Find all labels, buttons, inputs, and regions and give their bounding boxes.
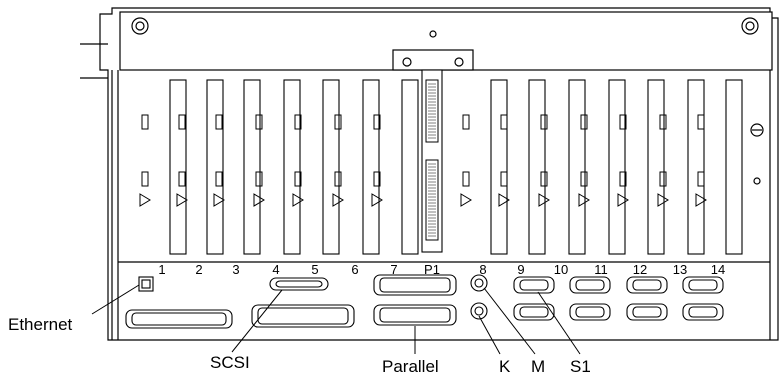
serial-port <box>569 276 611 294</box>
m-leader <box>483 287 536 355</box>
parallel-port-upper <box>373 274 457 296</box>
ethernet-leader <box>91 284 140 315</box>
label-k: K <box>499 357 511 376</box>
serial-port <box>682 276 724 294</box>
card-slot: 1 <box>139 79 187 277</box>
slot-number-label: 14 <box>711 262 725 277</box>
card-slot: 10 <box>538 79 586 277</box>
card-slot: 6 <box>332 79 380 277</box>
serial-port <box>513 276 555 294</box>
card-slot: 14 <box>695 79 743 277</box>
slot-number-label: 1 <box>158 262 165 277</box>
k-leader <box>478 315 501 355</box>
slot-number-label: P1 <box>424 262 440 277</box>
slot-number-label: 3 <box>232 262 239 277</box>
slot-number-label: 4 <box>272 262 279 277</box>
card-slot: 11 <box>578 79 626 277</box>
serial-port <box>682 303 724 321</box>
slot-number-label: 11 <box>594 262 608 277</box>
scsi-port-main <box>125 309 233 329</box>
slot-number-label: 2 <box>195 262 202 277</box>
slot-number-label: 13 <box>673 262 687 277</box>
label-parallel: Parallel <box>382 357 439 376</box>
card-slot: 8 <box>460 79 508 277</box>
serial-port <box>626 276 668 294</box>
slot-number-label: 12 <box>633 262 647 277</box>
label-scsi: SCSI <box>210 353 250 372</box>
io-ports <box>125 274 724 329</box>
slot-number-label: 8 <box>479 262 486 277</box>
s1-leader <box>537 291 581 355</box>
leader-lines <box>91 284 581 355</box>
serial-port <box>626 303 668 321</box>
db25-port-left <box>251 304 355 328</box>
serial-port <box>569 303 611 321</box>
label-ethernet: Ethernet <box>8 315 73 334</box>
keyboard-mouse-ports <box>470 274 488 320</box>
card-slot: 7 <box>371 79 419 277</box>
ethernet-port <box>138 276 154 292</box>
parallel-port <box>373 304 457 326</box>
card-slot: 13 <box>657 79 705 277</box>
serial-port <box>513 303 555 321</box>
slot-number-label: 9 <box>517 262 524 277</box>
label-m: M <box>531 357 545 376</box>
chassis-outline <box>80 7 779 341</box>
slot-number-label: 7 <box>390 262 397 277</box>
slot-number-label: 10 <box>554 262 568 277</box>
card-slot: P1 <box>421 69 443 277</box>
scsi-leader <box>231 289 283 353</box>
label-s1: S1 <box>570 357 591 376</box>
slot-number-label: 5 <box>311 262 318 277</box>
scsi-port-upper <box>269 277 329 291</box>
card-slot: 2 <box>176 79 224 277</box>
slot-number-label: 6 <box>351 262 358 277</box>
card-slot: 4 <box>253 79 301 277</box>
